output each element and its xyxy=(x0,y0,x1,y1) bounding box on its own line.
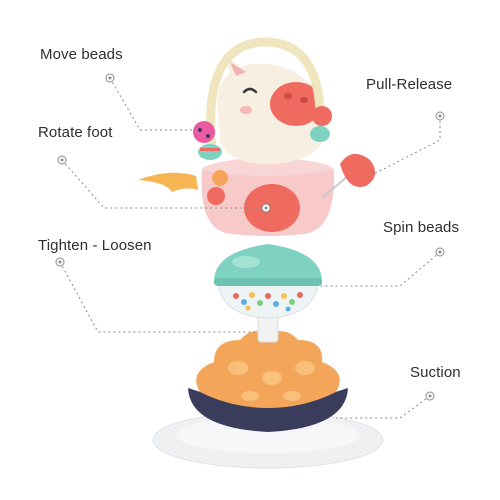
ring-dot-icon xyxy=(261,203,271,213)
ring-dot-icon xyxy=(105,73,115,83)
label-rotate-foot: Rotate foot xyxy=(38,124,113,141)
orange-cap xyxy=(196,331,340,408)
label-spin-beads: Spin beads xyxy=(383,219,460,236)
spin-bead-pellets xyxy=(233,292,303,312)
ring-dot-icon xyxy=(435,111,445,121)
horse-nose xyxy=(270,82,322,126)
ring-dot-icon xyxy=(425,391,435,401)
horse-eye xyxy=(242,87,258,94)
mint-cap xyxy=(213,244,323,284)
label-tighten-loosen: Tighten - Loosen xyxy=(38,237,152,254)
label-move-beads: Move beads xyxy=(40,46,123,63)
leader-lines xyxy=(59,77,441,419)
ribbon-tassel xyxy=(138,172,198,192)
ring-dot-icon xyxy=(57,155,67,165)
ring-dot-icon xyxy=(435,247,445,257)
move-beads xyxy=(193,106,332,186)
callout-markers xyxy=(55,73,445,401)
ring-dot-icon xyxy=(55,257,65,267)
pull-release-knob xyxy=(340,153,376,188)
navy-base xyxy=(188,388,348,432)
bead-rail xyxy=(206,37,325,155)
clear-bead-dome xyxy=(217,282,319,319)
label-suction: Suction xyxy=(410,364,461,381)
body-spot xyxy=(244,184,300,232)
label-pull-release: Pull-Release xyxy=(366,76,453,93)
pull-string xyxy=(321,175,349,199)
